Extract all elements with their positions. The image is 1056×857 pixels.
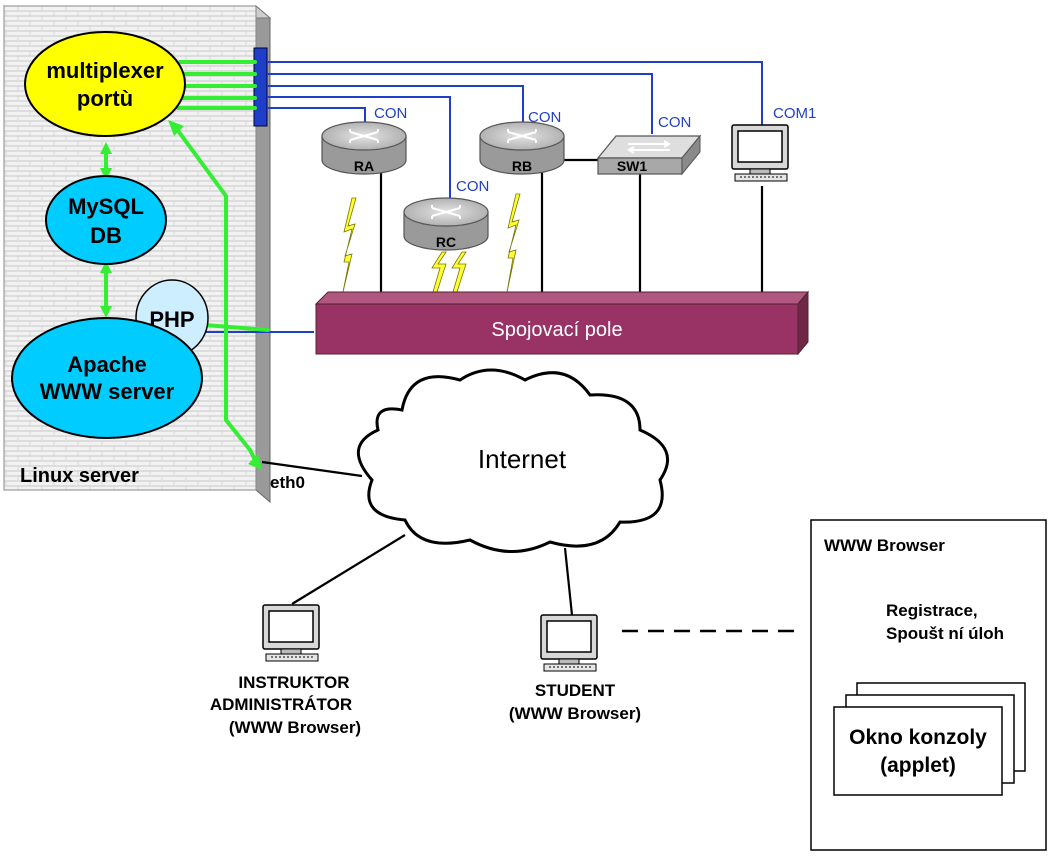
apache-label-2: WWW server [40, 379, 175, 404]
link-arrowheads [100, 120, 262, 470]
network-links [261, 158, 764, 616]
router-rb-label: RB [512, 158, 532, 174]
multiplexer-node: multiplexer portù [24, 31, 186, 137]
computer-icon [262, 604, 320, 662]
mysql-label-2: DB [90, 223, 122, 248]
www-browser-panel: WWW Browser Registrace, Spoušt ní úloh O… [810, 519, 1047, 851]
pc-port-label: COM1 [773, 105, 816, 122]
console-label-1: Okno konzoly [849, 726, 987, 749]
switch-sw1-port: CON [658, 114, 691, 131]
mysql-node: MySQL DB [45, 175, 167, 265]
mysql-label-1: MySQL [68, 194, 144, 219]
router-rc: RC CON [403, 178, 489, 251]
router-rb-port: CON [528, 109, 561, 126]
cable-to-ra [267, 107, 366, 128]
console-cables [205, 61, 763, 333]
browser-title: WWW Browser [824, 536, 945, 555]
eth0-label: eth0 [270, 473, 305, 492]
instructor-label-3: (WWW Browser) [229, 718, 361, 737]
internet-label: Internet [478, 444, 567, 474]
student-label-2: (WWW Browser) [509, 704, 641, 723]
apache-node: Apache WWW server [11, 317, 203, 439]
instructor-pc: INSTRUKTOR ADMINISTRÁTOR (WWW Browser) [210, 604, 361, 737]
router-rc-label: RC [436, 234, 456, 250]
browser-line-2: Spoušt ní úloh [886, 624, 1004, 643]
internet-cloud: Internet [356, 368, 670, 553]
patch-panel: Spojovací pole [314, 290, 810, 356]
multiplexer-label-2: portù [77, 86, 133, 111]
switch-icon [627, 140, 671, 154]
router-rc-port: CON [456, 178, 489, 195]
cable-to-pc [267, 61, 763, 125]
instructor-label-2: ADMINISTRÁTOR [210, 695, 352, 714]
cable-to-rb [267, 85, 524, 128]
computer-icon [540, 614, 598, 672]
console-label-2: (applet) [880, 754, 956, 777]
patch-panel-label: Spojovací pole [491, 319, 622, 341]
switch-sw1-label: SW1 [617, 158, 648, 174]
multiplexer-label-1: multiplexer [46, 58, 164, 83]
browser-line-1: Registrace, [886, 601, 978, 620]
pc-com1: COM1 [731, 105, 816, 182]
student-pc: STUDENT (WWW Browser) [509, 614, 641, 723]
router-rb: RB CON [479, 109, 565, 175]
cable-to-rc [267, 96, 451, 200]
student-label-1: STUDENT [535, 681, 616, 700]
computer-icon [731, 124, 789, 182]
cloud-icon [356, 368, 670, 553]
apache-label-1: Apache [67, 352, 146, 377]
server-footer-label: Linux server [20, 465, 139, 487]
router-ra-port: CON [374, 105, 407, 122]
switch-sw1: SW1 CON [596, 114, 702, 176]
router-ra: RA CON [321, 105, 407, 175]
instructor-label-1: INSTRUKTOR [238, 673, 349, 692]
cable-to-sw1 [267, 73, 653, 134]
router-ra-label: RA [354, 158, 374, 174]
console-window [833, 706, 1003, 796]
